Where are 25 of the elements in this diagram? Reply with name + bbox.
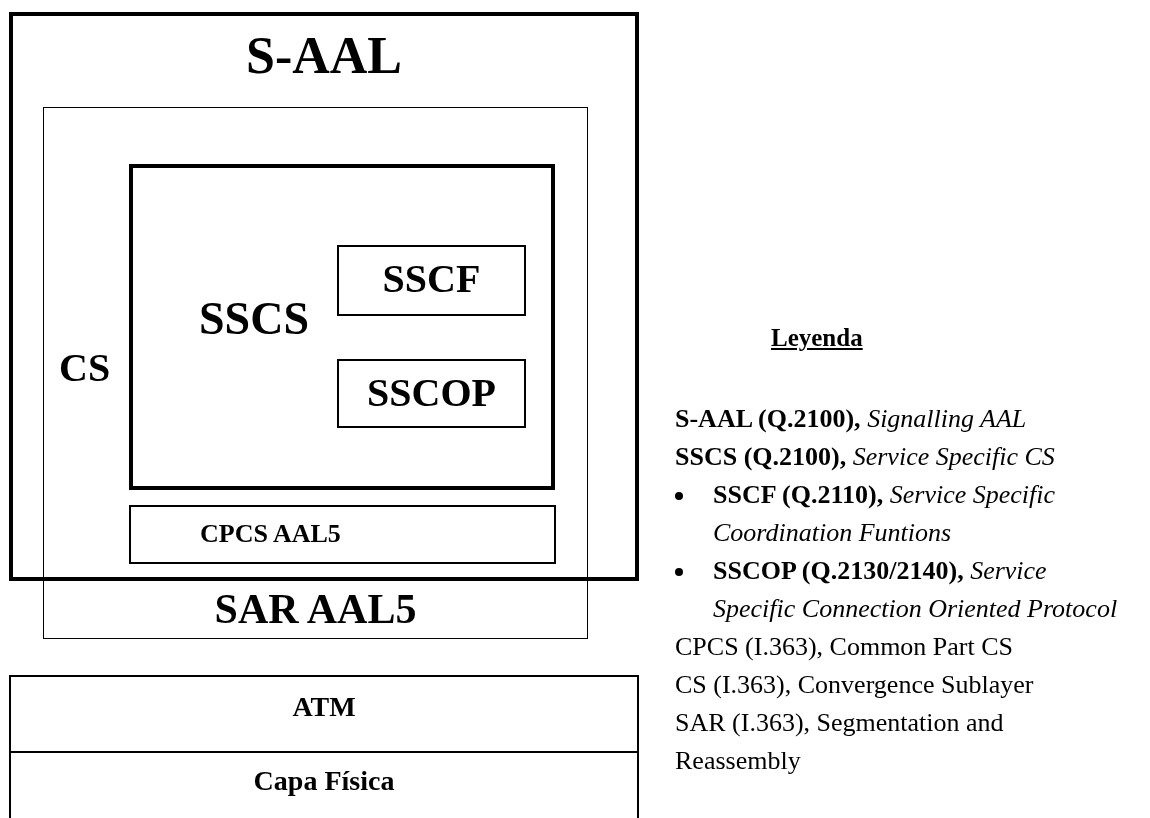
layer-label: Capa Física [252,767,396,795]
legend-entry: S-AAL (Q.2100), Signalling AAL [675,404,1027,433]
layer-box [9,12,639,581]
legend-entry: SAR (I.363), Segmentation and Reassembly [675,708,1004,775]
sublayer-box [129,505,556,564]
layer-label: SSCS [199,296,309,342]
layer-label: SAR AAL5 [213,588,418,630]
sublayer-box [337,245,526,316]
legend-entry: CPCS (I.363), Common Part CS [675,632,1014,661]
layer-label: SSCF [381,259,482,299]
layer-label: CPCS AAL5 [200,521,341,547]
layer-label: S-AAL [245,30,403,82]
layer-box [9,675,639,753]
legend-entry: SSCOP (Q.2130/2140), Service Specific Connection Oriented Protocol [713,555,1119,625]
legend-entry: SSCF (Q.2110), Service Specific Coordination Funtions [713,479,1056,549]
layer-box [129,164,555,490]
legend-entry: CS (I.363), Convergence Sublayer [675,670,1034,699]
layer-label: SSCOP [366,373,497,413]
layer-label: CS [59,348,111,388]
layer-box [9,751,639,818]
legend-heading: Leyenda [771,324,863,351]
legend-entry: SSCS (Q.2100), Service Specific CS [675,442,1055,471]
layer-box [43,107,588,639]
sublayer-box [337,359,526,428]
layer-label: ATM [291,693,357,721]
